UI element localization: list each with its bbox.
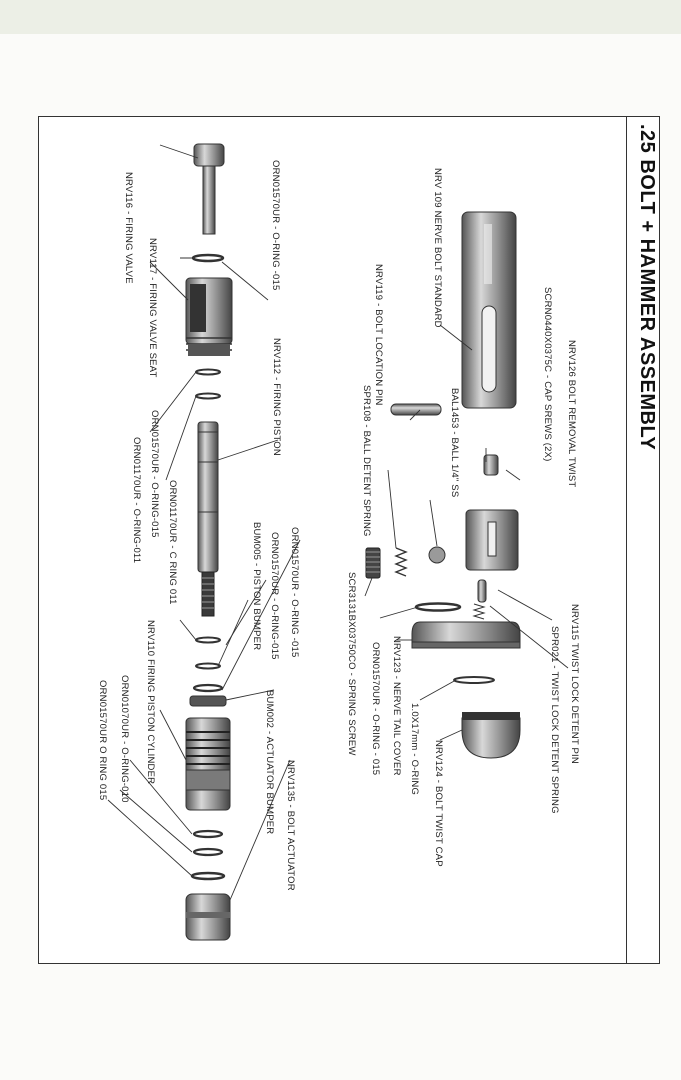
label-oring-011-a: ORN01170UR - C RING 011 [167, 480, 178, 605]
scan-top-band [0, 0, 681, 34]
o-ring-piston-c [192, 683, 224, 693]
label-oring-015-c: ORN01570UR - O-RING-015 [269, 532, 280, 660]
label-oring-015-d: ORN01570UR - O-RING -015 [289, 527, 300, 658]
label-oring-015-f: ORN01570UR O RING 015 [97, 680, 108, 801]
o-ring-seat-b [195, 392, 221, 400]
nerve-tail-cover-part [411, 621, 521, 649]
bolt-twist-cap-part [461, 712, 521, 759]
ball-part [428, 546, 446, 564]
label-scr3: SCR3131BX03750CO - SPRING SCREW [346, 572, 357, 756]
o-ring-seat-a [195, 368, 221, 376]
label-bum002: BUM002 - ACTUATOR BUMPER [264, 690, 275, 835]
bolt-removal-twist-part [465, 509, 519, 571]
o-ring-cyl-c [190, 871, 226, 881]
label-ball: BAL1453 - BALL 1/4" SS [449, 388, 460, 498]
leader-lines [107, 144, 569, 901]
firing-piston-part [197, 421, 219, 617]
o-ring-piston-b [195, 662, 221, 670]
o-ring-cyl-b [192, 847, 224, 857]
bolt-standard-part [461, 211, 517, 409]
label-nrv1135: NRV1135 - BOLT ACTUATOR [285, 760, 296, 891]
label-oring-015-a: ORN01570UR - O-RING -015 [270, 160, 281, 291]
label-spr021: SPR021 - TWIST LOCK DETENT SPRING [549, 626, 560, 814]
firing-piston-cylinder-part [185, 717, 231, 811]
ball-detent-spring-part [394, 547, 408, 577]
title-divider [626, 116, 627, 964]
o-ring-piston-a [195, 636, 221, 644]
label-oring-015-b: ORN01570UR - O-RING-015 [149, 410, 160, 538]
label-oring-011-b: ORN01170UR - O-RING-011 [131, 437, 142, 564]
label-cap-screws: SCRN0440X0375C - CAP SREWS (2X) [542, 287, 553, 462]
twist-lock-detent-pin-part [472, 579, 487, 620]
bolt-location-pin-part [390, 403, 442, 416]
label-nrv109: NRV 109 NERVE BOLT STANDARD [432, 168, 443, 328]
label-nrv116: NRV116 - FIRING VALVE [123, 172, 134, 284]
label-nrv117: NRV117 - FIRING VALVE SEAT [147, 238, 158, 378]
piston-bumper-part [189, 695, 227, 707]
label-nrv123: NRV123 - NERVE TAIL COVER [391, 636, 402, 776]
spring-screw-part [365, 547, 381, 579]
o-ring-valve [191, 253, 225, 263]
label-nrv110: NRV110 FIRING PISTON CYLINDER [145, 620, 156, 785]
bolt-actuator-part [185, 893, 231, 941]
firing-valve-part [193, 143, 225, 235]
o-ring-tail [414, 602, 462, 612]
label-spr108: SPR108 - BALL DETENT SPRING [361, 385, 372, 537]
label-oring-015-e: ORN01570UR - O-RING - 015 [370, 642, 381, 776]
page-frame [38, 116, 660, 964]
firing-valve-seat-part [185, 277, 233, 356]
o-ring-1mm [453, 676, 495, 684]
label-nrv115: NRV115 TWIST LOCK DETENT PIN [569, 604, 580, 764]
label-oring-1mm: 1.0X17mm - O-RING [409, 703, 420, 796]
cap-screw-part [483, 454, 499, 476]
label-nrv124: NRV124 - BOLT TWIST CAP [433, 740, 444, 867]
label-nrv126: NRV126 BOLT REMOVAL TWIST [566, 340, 577, 488]
label-nrv112: NRV112 - FIRING PISTON [271, 338, 282, 456]
label-oring-010: ORN01070UR - O-RING-010 [119, 675, 130, 803]
o-ring-cyl-a [192, 829, 224, 839]
label-nrv119: NRV119 - BOLT LOCATION PIN [373, 264, 384, 406]
label-bum005: BUM005 - PISTON BUMPER [251, 522, 262, 651]
